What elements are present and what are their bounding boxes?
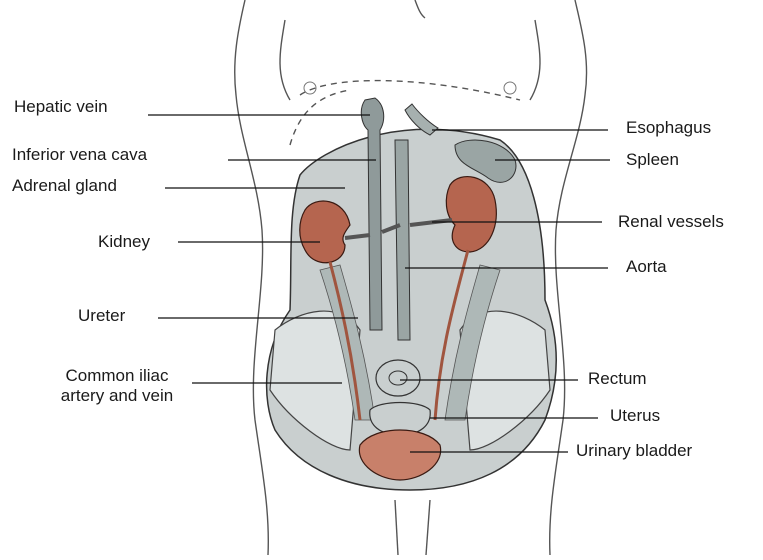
left-kidney-shape — [300, 201, 350, 263]
label-hepatic-vein: Hepatic vein — [14, 97, 108, 117]
label-common-iliac: Common iliac artery and vein — [42, 366, 192, 406]
label-common-iliac-line2: artery and vein — [42, 386, 192, 406]
label-uterus: Uterus — [610, 406, 660, 426]
label-esophagus: Esophagus — [626, 118, 711, 138]
aorta-shape — [395, 140, 410, 340]
label-adrenal-gland: Adrenal gland — [12, 176, 117, 196]
label-kidney: Kidney — [98, 232, 150, 252]
label-ureter: Ureter — [78, 306, 125, 326]
label-urinary-bladder: Urinary bladder — [576, 441, 692, 461]
right-nipple-shape — [504, 82, 516, 94]
label-spleen: Spleen — [626, 150, 679, 170]
rectum-shape — [376, 360, 420, 396]
label-common-iliac-line1: Common iliac — [42, 366, 192, 386]
label-inferior-vena-cava: Inferior vena cava — [12, 145, 147, 165]
label-renal-vessels: Renal vessels — [618, 212, 724, 232]
right-kidney-shape — [446, 177, 496, 252]
label-aorta: Aorta — [626, 257, 667, 277]
label-rectum: Rectum — [588, 369, 647, 389]
